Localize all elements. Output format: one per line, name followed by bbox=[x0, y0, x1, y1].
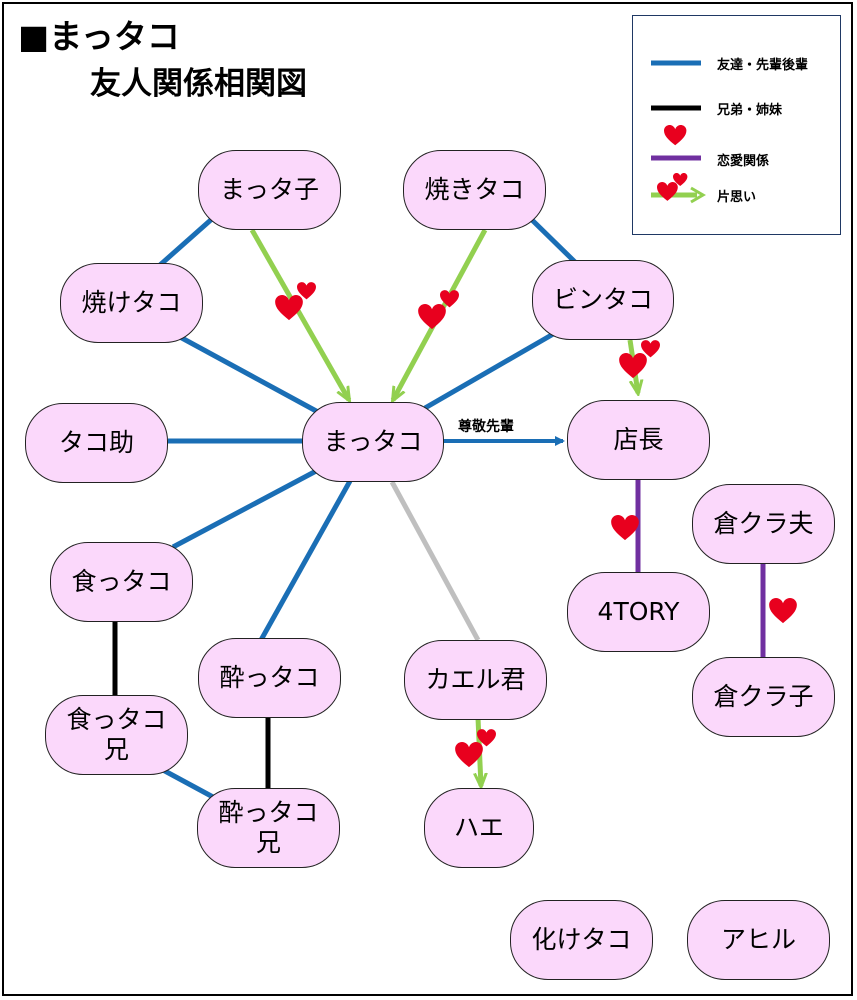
node-mattako[interactable]: まっタコ bbox=[302, 402, 444, 482]
node-bintako[interactable]: ビンタコ bbox=[532, 260, 674, 340]
node-label: 食っタコ bbox=[71, 567, 172, 596]
edge-mattako-ko-crush bbox=[249, 228, 349, 400]
node-fourtory[interactable]: 4TORY bbox=[567, 572, 710, 652]
legend-item-love: 恋愛関係 bbox=[647, 124, 837, 169]
heart-icon bbox=[440, 290, 459, 308]
legend-label-friend: 友達・先輩後輩 bbox=[717, 58, 809, 73]
diagram-title: ■まっタコ bbox=[18, 17, 180, 56]
edge-bintako-mattako bbox=[423, 330, 557, 411]
node-kuttako[interactable]: 食っタコ bbox=[50, 542, 193, 622]
node-label: 4TORY bbox=[597, 597, 680, 626]
legend-love-line bbox=[651, 125, 701, 161]
heart-icon bbox=[477, 729, 496, 747]
edge-mattako-ko-yaketako bbox=[158, 216, 215, 267]
node-label: 焼けタコ bbox=[81, 288, 182, 317]
node-kuttako-ani[interactable]: 食っタコ 兄 bbox=[45, 695, 188, 775]
node-label: ハエ bbox=[453, 813, 504, 842]
heart-icon bbox=[418, 304, 446, 330]
edge-label-sonkei-senpai: 尊敬先輩 bbox=[458, 419, 514, 435]
heart-icon bbox=[455, 742, 483, 768]
edge-kuttako-ani-yottako-ani bbox=[161, 767, 215, 800]
legend-item-sibling: 兄弟・姉妹 bbox=[647, 93, 837, 123]
node-label: アヒル bbox=[720, 925, 796, 954]
node-mattako-ko[interactable]: まっタ子 bbox=[198, 150, 341, 230]
edge-mattako-yottako bbox=[258, 479, 353, 642]
node-yottako[interactable]: 酔っタコ bbox=[198, 638, 341, 718]
node-kurakurao[interactable]: 倉クラ夫 bbox=[692, 484, 835, 564]
node-yottako-ani[interactable]: 酔っタコ 兄 bbox=[197, 788, 340, 868]
node-label: 酔っタコ bbox=[219, 663, 320, 692]
node-label: 食っタコ 兄 bbox=[66, 705, 167, 764]
node-ahiru[interactable]: アヒル bbox=[687, 900, 830, 980]
heart-icon bbox=[611, 515, 639, 541]
heart-icon bbox=[619, 353, 647, 379]
legend: 友達・先輩後輩 兄弟・姉妹 恋愛関係 片思い bbox=[632, 15, 841, 235]
heart-icon bbox=[275, 295, 303, 321]
edge-mattako-kuttako bbox=[171, 467, 320, 550]
node-label: 倉クラ夫 bbox=[713, 509, 814, 538]
node-label: 焼きタコ bbox=[424, 175, 525, 204]
legend-item-friend: 友達・先輩後輩 bbox=[647, 48, 837, 78]
node-takosuke[interactable]: タコ助 bbox=[25, 403, 168, 483]
node-label: 倉クラ子 bbox=[713, 682, 814, 711]
node-label: まっタコ bbox=[323, 427, 423, 456]
node-label: ビンタコ bbox=[552, 285, 653, 314]
diagram-subtitle: 友人関係相関図 bbox=[90, 66, 307, 102]
node-label: 店長 bbox=[613, 425, 664, 454]
legend-crush-arrow bbox=[651, 173, 706, 204]
legend-blue-line bbox=[651, 60, 701, 66]
heart-icon bbox=[769, 598, 797, 624]
heart-icon bbox=[297, 282, 316, 300]
legend-black-line bbox=[651, 105, 701, 111]
legend-label-crush: 片思い bbox=[717, 190, 757, 205]
node-kurakurako[interactable]: 倉クラ子 bbox=[692, 657, 835, 737]
heart-icon bbox=[657, 182, 678, 201]
node-label: 化けタコ bbox=[531, 925, 632, 954]
node-hae[interactable]: ハエ bbox=[424, 788, 534, 868]
node-baketako[interactable]: 化けタコ bbox=[510, 900, 653, 980]
legend-item-crush: 片思い bbox=[647, 168, 837, 208]
edge-mattako-kaerukun bbox=[389, 480, 481, 642]
node-label: カエル君 bbox=[425, 665, 526, 694]
node-yakitako[interactable]: 焼きタコ bbox=[403, 150, 546, 230]
legend-label-love: 恋愛関係 bbox=[717, 154, 770, 169]
node-yaketako[interactable]: 焼けタコ bbox=[60, 263, 203, 343]
heart-icon bbox=[664, 125, 687, 146]
edge-yakitako-bintako bbox=[528, 216, 577, 264]
heart-icon bbox=[641, 340, 660, 358]
legend-label-sibling: 兄弟・姉妹 bbox=[717, 103, 783, 118]
node-tencho[interactable]: 店長 bbox=[567, 400, 710, 480]
node-label: 酔っタコ 兄 bbox=[218, 798, 319, 857]
heart-icon bbox=[673, 173, 688, 187]
node-label: まっタ子 bbox=[219, 175, 319, 204]
edge-yaketako-mattako bbox=[178, 334, 320, 415]
node-kaerukun[interactable]: カエル君 bbox=[404, 640, 547, 720]
node-label: タコ助 bbox=[58, 428, 134, 457]
